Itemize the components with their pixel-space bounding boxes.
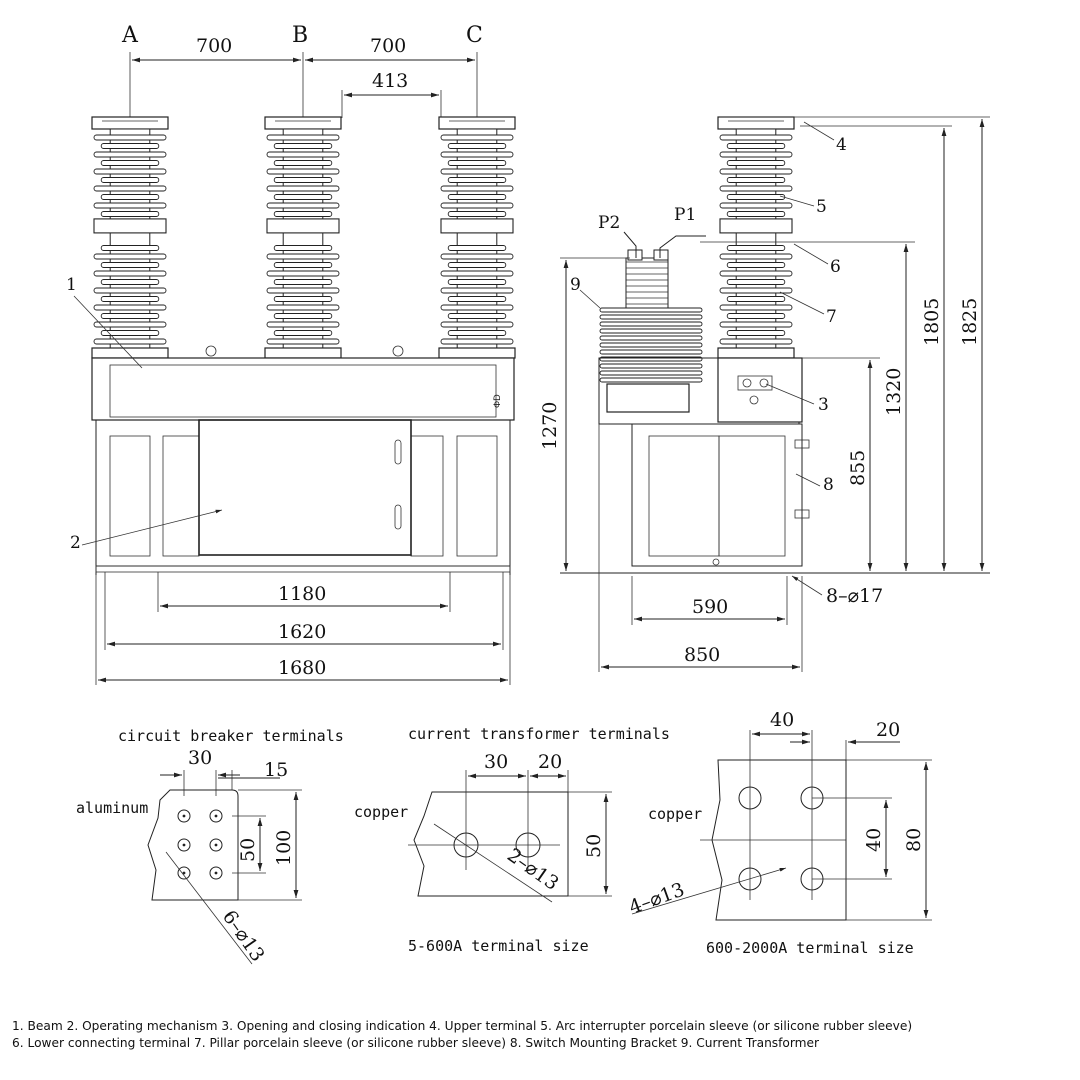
ct-caption: 5-600A terminal size: [408, 937, 589, 955]
large-dim-40a: 40: [770, 709, 794, 731]
cb-terminals-title: circuit breaker terminals: [118, 727, 344, 745]
dim-850: 850: [684, 644, 720, 666]
callout-2: 2: [70, 533, 81, 553]
callout-7: 7: [826, 307, 837, 327]
cb-terminal-detail: circuit breaker terminals aluminum 30 15…: [76, 727, 344, 966]
dim-gap: 413: [372, 70, 408, 92]
dim-1180: 1180: [278, 583, 326, 605]
large-terminal-detail: copper 40 20 40 80 4–⌀13 600-2000A termi…: [626, 709, 932, 957]
ct-dim-30: 30: [484, 751, 508, 773]
dim-1805: 1805: [921, 298, 943, 346]
large-dim-80: 80: [903, 828, 925, 852]
dim-1620: 1620: [278, 621, 326, 643]
label-p1: P1: [674, 205, 696, 225]
technical-drawing: A B C 700 700 413 ΦD: [66, 23, 990, 966]
callout-1: 1: [66, 275, 77, 295]
cb-dim-50: 50: [237, 838, 259, 862]
current-transformer: [599, 249, 703, 383]
phase-label-c: C: [466, 23, 483, 48]
large-caption: 600-2000A terminal size: [706, 939, 914, 957]
dim-855: 855: [847, 450, 869, 486]
cb-material-label: aluminum: [76, 799, 148, 817]
large-dim-20: 20: [876, 719, 900, 741]
insulator-columns: [91, 116, 516, 359]
dim-ab: 700: [196, 35, 232, 57]
ct-terminals-title: current transformer terminals: [408, 725, 670, 743]
dim-1320: 1320: [883, 368, 905, 416]
legend-line-2: 6. Lower connecting terminal 7. Pillar p…: [12, 1036, 820, 1050]
ct-dim-20: 20: [538, 751, 562, 773]
phase-label-a: A: [121, 23, 139, 48]
front-view: A B C 700 700 413 ΦD: [66, 23, 516, 685]
legend-line-1: 1. Beam 2. Operating mechanism 3. Openin…: [12, 1019, 913, 1033]
svg-text:ΦD: ΦD: [492, 394, 502, 408]
cb-dim-100: 100: [273, 830, 295, 866]
ct-dim-50: 50: [583, 834, 605, 858]
label-p2: P2: [598, 213, 620, 233]
dim-1825: 1825: [959, 298, 981, 346]
dim-bc: 700: [370, 35, 406, 57]
phase-label-b: B: [292, 23, 308, 48]
cb-hole-spec: 6–⌀13: [218, 906, 269, 965]
large-dim-40b: 40: [863, 828, 885, 852]
parts-legend: 1. Beam 2. Operating mechanism 3. Openin…: [12, 1018, 1072, 1052]
callout-4: 4: [836, 135, 847, 155]
callout-9: 9: [570, 275, 581, 295]
ct-terminal-detail: current transformer terminals copper 30 …: [354, 725, 670, 955]
operating-mechanism: [198, 419, 412, 556]
side-view: P2 P1 1270 855 1320 1805 182: [539, 116, 990, 672]
cb-dim-15: 15: [264, 759, 288, 781]
ct-hole-spec: 2–⌀13: [503, 844, 562, 895]
callout-3: 3: [818, 395, 829, 415]
dim-590: 590: [692, 596, 728, 618]
large-material-label: copper: [648, 805, 702, 823]
mount-holes: 8–⌀17: [826, 585, 883, 607]
callout-8: 8: [823, 475, 834, 495]
callout-6: 6: [830, 257, 841, 277]
beam: [91, 357, 515, 421]
dim-1270: 1270: [539, 402, 561, 450]
ct-material-label: copper: [354, 803, 408, 821]
side-insulator-column: [717, 116, 795, 359]
dim-1680: 1680: [278, 657, 326, 679]
cb-dim-30: 30: [188, 747, 212, 769]
callout-5: 5: [816, 197, 827, 217]
large-hole-spec: 4–⌀13: [626, 878, 687, 918]
